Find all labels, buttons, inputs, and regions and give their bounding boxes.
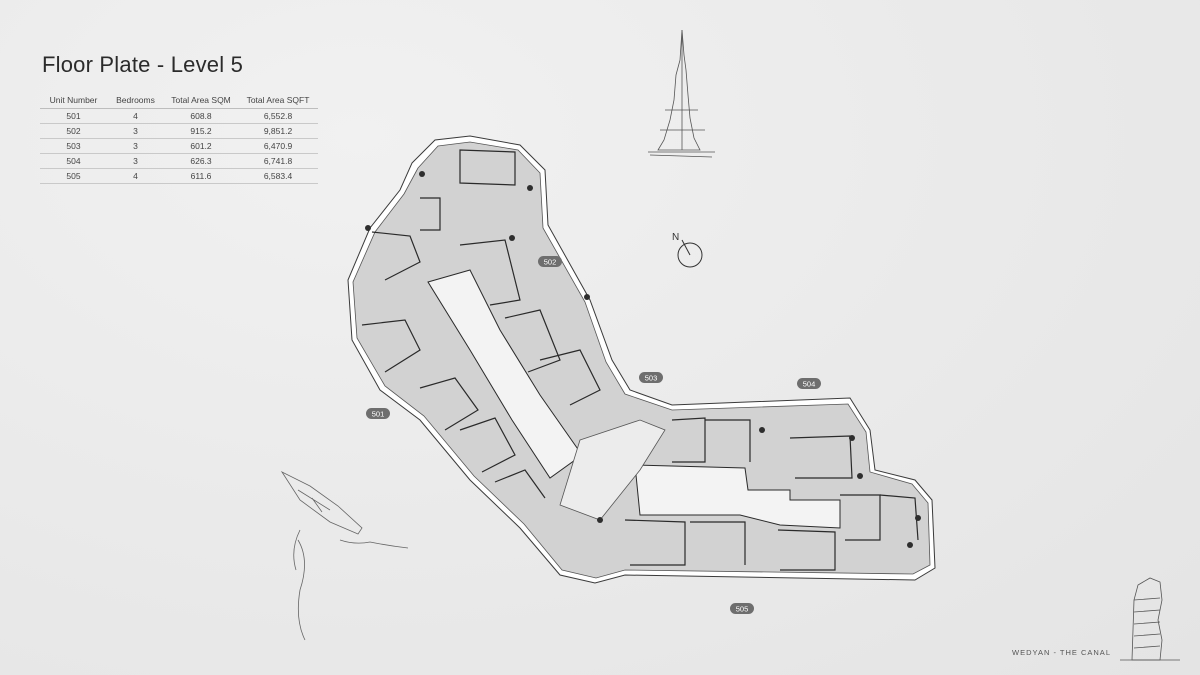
table-cell: 626.3 bbox=[164, 153, 238, 169]
table-header-row: Unit Number Bedrooms Total Area SQM Tota… bbox=[40, 93, 318, 109]
table-cell: 502 bbox=[40, 123, 107, 139]
north-arrow-icon: N bbox=[672, 232, 703, 268]
table-cell: 3 bbox=[107, 138, 164, 154]
table-cell: 6,583.4 bbox=[238, 168, 318, 184]
table-cell: 915.2 bbox=[164, 123, 238, 139]
project-name-footer: WEDYAN - THE CANAL bbox=[1012, 648, 1111, 657]
table-cell: 611.6 bbox=[164, 168, 238, 184]
table-row: 502 3 915.2 9,851.2 bbox=[40, 123, 318, 139]
north-label: N bbox=[672, 232, 679, 243]
svg-text:501: 501 bbox=[372, 410, 385, 419]
unit-tag-505: 505 bbox=[730, 603, 754, 614]
floor-plate bbox=[347, 135, 936, 584]
yacht-sketch-icon bbox=[280, 470, 409, 641]
table-cell: 6,552.8 bbox=[238, 108, 318, 124]
table-cell: 504 bbox=[40, 153, 107, 169]
table-cell: 501 bbox=[40, 108, 107, 124]
svg-text:504: 504 bbox=[803, 380, 816, 389]
table-cell: 505 bbox=[40, 168, 107, 184]
table-cell: 601.2 bbox=[164, 138, 238, 154]
table-row: 503 3 601.2 6,470.9 bbox=[40, 138, 318, 154]
unit-tag-504: 504 bbox=[797, 378, 821, 389]
unit-area-table: Unit Number Bedrooms Total Area SQM Tota… bbox=[40, 93, 318, 184]
table-cell: 6,741.8 bbox=[238, 153, 318, 169]
table-cell: 608.8 bbox=[164, 108, 238, 124]
column-header: Total Area SQFT bbox=[238, 93, 318, 109]
table-row: 501 4 608.8 6,552.8 bbox=[40, 108, 318, 124]
column-header: Bedrooms bbox=[107, 93, 164, 109]
column-header: Unit Number bbox=[40, 93, 107, 109]
unit-tag-503: 503 bbox=[639, 372, 663, 383]
unit-tag-501: 501 bbox=[366, 408, 390, 419]
table-row: 504 3 626.3 6,741.8 bbox=[40, 153, 318, 169]
table-cell: 4 bbox=[107, 108, 164, 124]
page-title: Floor Plate - Level 5 bbox=[42, 52, 244, 77]
table-cell: 3 bbox=[107, 123, 164, 139]
table-row: 505 4 611.6 6,583.4 bbox=[40, 168, 318, 184]
table-cell: 6,470.9 bbox=[238, 138, 318, 154]
unit-tag-502: 502 bbox=[538, 256, 562, 267]
table-cell: 3 bbox=[107, 153, 164, 169]
tower-sketch-icon bbox=[648, 29, 715, 158]
svg-text:502: 502 bbox=[544, 258, 557, 267]
column-header: Total Area SQM bbox=[164, 93, 238, 109]
building-sketch-icon bbox=[1120, 577, 1180, 661]
table-cell: 4 bbox=[107, 168, 164, 184]
table-cell: 9,851.2 bbox=[238, 123, 318, 139]
svg-text:503: 503 bbox=[645, 374, 658, 383]
table-cell: 503 bbox=[40, 138, 107, 154]
svg-text:505: 505 bbox=[736, 605, 749, 614]
